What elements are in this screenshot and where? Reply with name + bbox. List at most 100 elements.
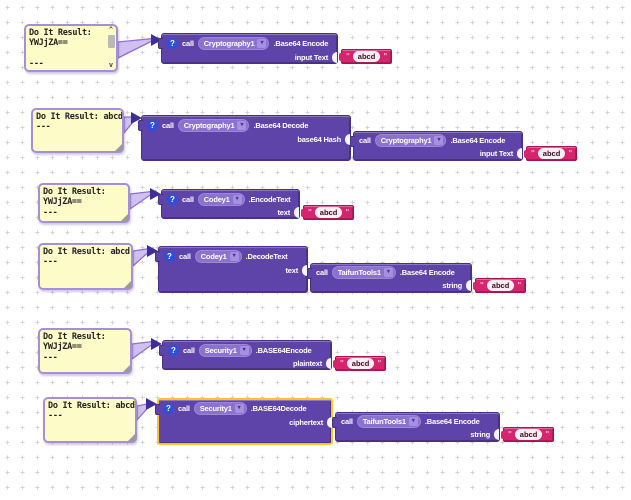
- value-socket: [494, 429, 499, 440]
- text-field[interactable]: abcd: [346, 358, 375, 369]
- resize-handle-icon[interactable]: [115, 144, 122, 151]
- component-dropdown[interactable]: Cryptography1 ▾: [197, 37, 270, 50]
- call-block-security-decode-selected[interactable]: ? call Security1 ▾ .BASE64Decode ciphert…: [155, 398, 333, 445]
- text-field[interactable]: abcd: [514, 429, 543, 440]
- quote-mark: ": [568, 149, 573, 158]
- call-block-cryptography-encode-nested[interactable]: call Cryptography1 ▾ .Base64 Encode inpu…: [350, 131, 523, 161]
- help-icon[interactable]: ?: [147, 120, 158, 131]
- scroll-down-icon[interactable]: v: [108, 61, 114, 69]
- text-field[interactable]: abcd: [537, 148, 566, 159]
- quote-mark: ": [345, 208, 350, 217]
- quote-mark: ": [308, 208, 312, 217]
- block-plug: [307, 268, 312, 279]
- component-dropdown[interactable]: Cryptography1 ▾: [374, 133, 447, 147]
- call-block-codey-decode[interactable]: ? call Codey1 ▾ .DecodeText text: [155, 246, 308, 293]
- comment-bubble[interactable]: Do It Result: abcd ---: [31, 108, 124, 153]
- block-plug: [524, 150, 527, 158]
- comment-bubble[interactable]: Do It Result: abcd ---: [43, 397, 137, 443]
- text-field[interactable]: abcd: [352, 51, 381, 62]
- call-keyword: call: [341, 416, 353, 426]
- quote-mark: ": [340, 359, 344, 368]
- param-label: plaintext: [292, 359, 322, 368]
- block-plug: [501, 431, 504, 439]
- component-dropdown[interactable]: Codey1 ▾: [197, 192, 245, 206]
- component-name: Cryptography1: [183, 121, 235, 130]
- resize-handle-icon[interactable]: [124, 281, 131, 288]
- resize-handle-icon[interactable]: [121, 214, 128, 221]
- text-block[interactable]: " abcd ": [301, 205, 355, 220]
- help-icon[interactable]: ?: [163, 403, 174, 414]
- comment-bubble[interactable]: Do It Result: YWJjZA== ---: [38, 328, 132, 374]
- component-name: Codey1: [203, 194, 230, 204]
- help-icon[interactable]: ?: [164, 251, 175, 262]
- param-label: base64 Hash: [297, 135, 341, 144]
- dropdown-arrow-icon: ▾: [257, 39, 267, 48]
- dropdown-arrow-icon: ▾: [237, 121, 247, 130]
- method-label: .BASE64Decode: [250, 404, 307, 413]
- call-block-cryptography-encode[interactable]: ? call Cryptography1 ▾ .Base64 Encode in…: [158, 33, 338, 64]
- comment-bubble[interactable]: Do It Result: YWJjZA== --- ^ v: [24, 24, 118, 72]
- call-keyword: call: [359, 135, 371, 145]
- call-keyword: call: [182, 39, 194, 48]
- resize-handle-icon[interactable]: [123, 365, 130, 372]
- comment-bubble[interactable]: Do It Result: YWJjZA== ---: [38, 183, 130, 223]
- text-field[interactable]: abcd: [314, 207, 343, 218]
- call-block-taifuntools-encode-nested[interactable]: call TaifunTools1 ▾ .Base64 Encode strin…: [332, 412, 500, 442]
- text-block[interactable]: " abcd ": [339, 49, 393, 64]
- dropdown-arrow-icon: ▾: [229, 252, 239, 261]
- scroll-thumb[interactable]: [107, 35, 115, 48]
- dropdown-arrow-icon: ▾: [234, 404, 244, 413]
- component-name: Cryptography1: [203, 39, 255, 48]
- call-block-cryptography-decode[interactable]: ? call Cryptography1 ▾ .Base64 Decode ba…: [138, 115, 351, 161]
- param-label: string: [470, 430, 490, 439]
- call-keyword: call: [178, 404, 190, 413]
- dropdown-arrow-icon: ▾: [408, 416, 418, 426]
- component-dropdown[interactable]: Cryptography1 ▾: [177, 119, 250, 132]
- block-plug: [339, 53, 342, 61]
- block-plug: [155, 251, 160, 262]
- text-block[interactable]: " abcd ": [473, 278, 527, 293]
- component-dropdown[interactable]: Security1 ▾: [193, 402, 247, 415]
- method-label: .Base64 Encode: [273, 39, 329, 48]
- comment-text: Do It Result: abcd ---: [36, 112, 122, 133]
- method-label: .EncodeText: [248, 194, 291, 204]
- component-dropdown[interactable]: Security1 ▾: [198, 343, 252, 357]
- param-label: text: [277, 208, 290, 217]
- comment-bubble[interactable]: Do It Result: abcd ---: [38, 243, 133, 290]
- help-icon[interactable]: ?: [167, 38, 178, 49]
- value-socket: [517, 148, 522, 159]
- component-dropdown[interactable]: TaifunTools1 ▾: [331, 265, 396, 279]
- method-label: .Base64 Encode: [399, 267, 455, 277]
- call-keyword: call: [162, 121, 174, 130]
- call-keyword: call: [316, 267, 328, 277]
- text-block[interactable]: " abcd ": [524, 146, 578, 161]
- block-plug: [350, 136, 355, 147]
- scroll-up-icon[interactable]: ^: [108, 26, 114, 34]
- help-icon[interactable]: ?: [168, 344, 179, 356]
- method-label: .Base64 Encode: [450, 135, 506, 145]
- component-dropdown[interactable]: Codey1 ▾: [194, 250, 242, 263]
- call-block-security-encode[interactable]: ? call Security1 ▾ .BASE64Encode plainte…: [159, 340, 332, 370]
- block-plug: [332, 417, 337, 428]
- call-keyword: call: [183, 345, 195, 355]
- component-name: TaifunTools1: [337, 267, 381, 277]
- param-label: input Text: [479, 149, 513, 158]
- comment-scrollbar[interactable]: ^ v: [106, 26, 116, 70]
- help-icon[interactable]: ?: [167, 193, 178, 205]
- call-block-codey-encode[interactable]: ? call Codey1 ▾ .EncodeText text: [158, 189, 300, 219]
- param-label: ciphertext: [289, 418, 323, 427]
- comment-text: Do It Result: abcd ---: [48, 401, 135, 422]
- dropdown-arrow-icon: ▾: [434, 135, 444, 145]
- text-field[interactable]: abcd: [486, 280, 515, 291]
- component-dropdown[interactable]: TaifunTools1 ▾: [356, 414, 421, 428]
- value-socket: [327, 417, 332, 428]
- text-block[interactable]: " abcd ": [501, 427, 555, 442]
- value-socket: [345, 134, 350, 145]
- call-block-taifuntools-encode-nested[interactable]: call TaifunTools1 ▾ .Base64 Encode strin…: [307, 263, 472, 293]
- quote-mark: ": [531, 149, 535, 158]
- call-keyword: call: [182, 194, 194, 204]
- resize-handle-icon[interactable]: [128, 434, 135, 441]
- comment-tails: [117, 37, 159, 421]
- text-block[interactable]: " abcd ": [333, 356, 387, 371]
